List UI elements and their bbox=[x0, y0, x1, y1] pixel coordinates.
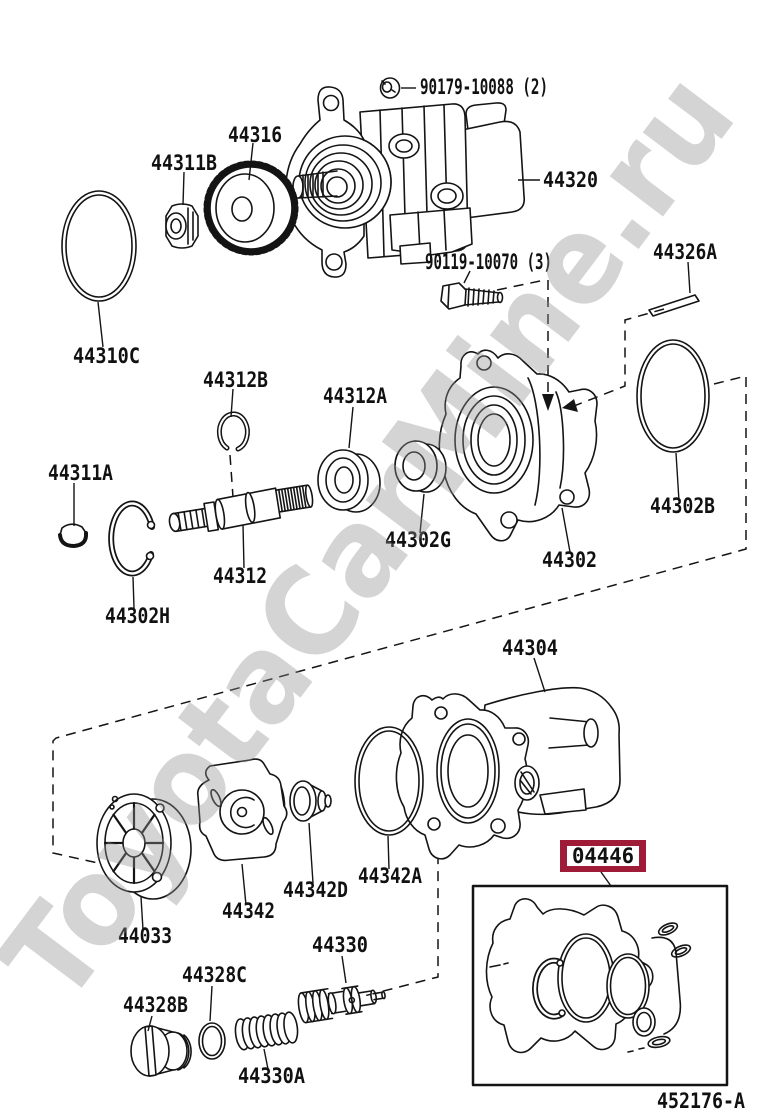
part-90119-bolt bbox=[440, 282, 504, 310]
part-44328B-plug bbox=[130, 1025, 192, 1077]
part-44311B-nut bbox=[165, 203, 199, 249]
part-44342D-cup bbox=[289, 780, 332, 822]
callout-44328B: 44328B bbox=[123, 993, 188, 1017]
callout-44311A: 44311A bbox=[48, 461, 113, 485]
callout-44342: 44342 bbox=[222, 899, 275, 923]
part-44320-pump-assembly bbox=[284, 86, 526, 278]
callout-44330A: 44330A bbox=[238, 1064, 305, 1088]
callout-44316: 44316 bbox=[228, 123, 282, 147]
part-44330A-spring bbox=[234, 1011, 299, 1051]
callout-44320: 44320 bbox=[543, 168, 598, 192]
part-44342-cam-ring bbox=[196, 758, 288, 862]
part-44311A-key bbox=[58, 523, 89, 548]
part-90179-nut bbox=[379, 77, 401, 99]
figure-code: 452176-A bbox=[657, 1089, 745, 1112]
callout-44302H: 44302H bbox=[105, 604, 170, 628]
callout-44311B: 44311B bbox=[151, 151, 217, 175]
fastener-locator-dashed-lines bbox=[496, 279, 665, 407]
callout-44330: 44330 bbox=[312, 933, 368, 957]
callout-44326A: 44326A bbox=[653, 240, 717, 264]
callout-90119-10070: 90119-10070 (3) bbox=[425, 250, 552, 274]
callout-44312B: 44312B bbox=[203, 368, 268, 392]
locator-arrowheads bbox=[542, 394, 578, 412]
part-44328C-o-ring bbox=[198, 1022, 226, 1060]
part-44302B-o-ring bbox=[636, 339, 710, 453]
part-44312B-snap-ring bbox=[216, 411, 250, 452]
part-44310C-o-ring bbox=[61, 190, 137, 302]
seal-kit-inset-box bbox=[471, 884, 729, 1087]
callout-44033: 44033 bbox=[118, 924, 172, 948]
callout-leader-lines bbox=[73, 87, 691, 1070]
callout-44302G: 44302G bbox=[385, 528, 451, 552]
callout-44342A: 44342A bbox=[358, 864, 422, 888]
callout-44312: 44312 bbox=[213, 564, 267, 588]
part-44316-gear bbox=[203, 160, 299, 256]
part-44033-rotor bbox=[96, 793, 192, 900]
part-44312A-bearing bbox=[317, 449, 381, 513]
callout-44302B: 44302B bbox=[650, 494, 715, 518]
part-44304-rear-housing bbox=[395, 686, 621, 860]
callout-44312A: 44312A bbox=[323, 384, 387, 408]
part-44312-shaft bbox=[168, 484, 314, 533]
part-44302H-circlip bbox=[108, 500, 156, 577]
callout-04446-highlighted[interactable]: 04446 bbox=[572, 844, 634, 868]
part-44326A-pin bbox=[648, 294, 700, 317]
callout-44342D: 44342D bbox=[283, 878, 348, 902]
callout-44328C: 44328C bbox=[182, 963, 247, 987]
callout-44310C: 44310C bbox=[73, 344, 140, 368]
callout-44304: 44304 bbox=[502, 636, 558, 660]
part-44330-flow-control-valve bbox=[297, 985, 386, 1024]
part-44302G-seal bbox=[394, 440, 447, 493]
part-44302-front-housing bbox=[438, 349, 598, 542]
callout-44302: 44302 bbox=[542, 548, 597, 572]
highlighted-part-number-box[interactable]: 04446 bbox=[560, 840, 646, 872]
part-44342A-o-ring bbox=[354, 726, 424, 836]
callout-90179-10088: 90179-10088 (2) bbox=[420, 75, 548, 99]
